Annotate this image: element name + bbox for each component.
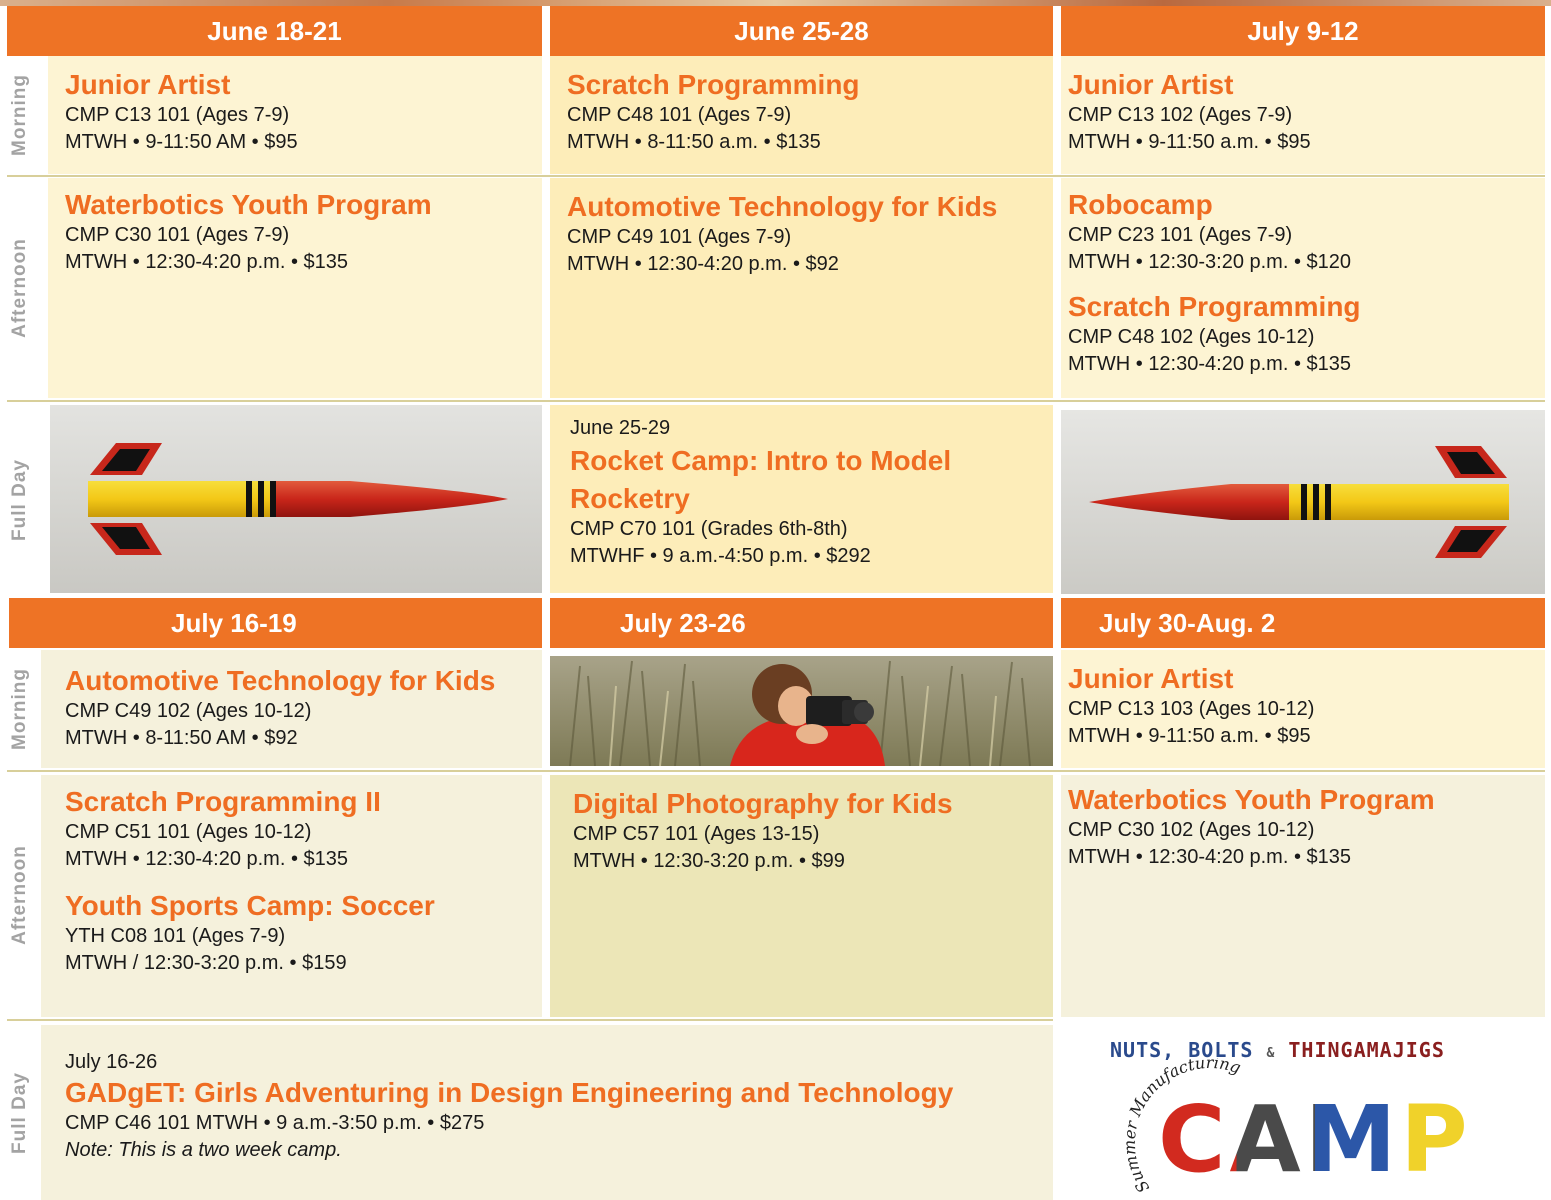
row-label-full-day: Full Day <box>9 459 30 541</box>
course-schedule: MTWH • 12:30-3:20 p.m. • $99 <box>573 850 845 872</box>
course-title: GADgET: Girls Adventuring in Design Engi… <box>65 1077 954 1108</box>
course-note: Note: This is a two week camp. <box>65 1139 342 1161</box>
rocket-photo-left <box>50 405 542 593</box>
course-title: Youth Sports Camp: Soccer <box>65 890 435 921</box>
course-title: Waterbotics Youth Program <box>1068 784 1435 815</box>
course-schedule: MTWH • 12:30-3:20 p.m. • $120 <box>1068 251 1352 273</box>
course-cell: July 16-26 GADgET: Girls Adventuring in … <box>41 1025 1053 1200</box>
course-code: CMP C57 101 (Ages 13-15) <box>573 823 820 845</box>
course-title: Scratch Programming <box>1068 291 1361 322</box>
camp-logo: NUTS, BOLTS & THINGAMAJIGS Summer Manufa… <box>1080 1030 1480 1200</box>
week-header-6: July 30-Aug. 2 <box>1061 598 1545 648</box>
course-code: CMP C48 101 (Ages 7-9) <box>567 104 792 126</box>
course-title: Junior Artist <box>1068 69 1234 100</box>
course-dates: June 25-29 <box>570 417 671 439</box>
course-schedule: MTWH • 9-11:50 a.m. • $95 <box>1068 131 1311 153</box>
course-cell: Junior Artist CMP C13 103 (Ages 10-12) M… <box>1061 650 1545 768</box>
course-schedule: MTWH • 9-11:50 a.m. • $95 <box>1068 725 1311 747</box>
row-label-full-day: Full Day <box>9 1071 30 1154</box>
course-cell: Automotive Technology for Kids CMP C49 1… <box>550 178 1053 398</box>
course-title: Waterbotics Youth Program <box>65 189 432 220</box>
course-cell: Robocamp CMP C23 101 (Ages 7-9) MTWH • 1… <box>1061 178 1545 398</box>
course-title: Scratch Programming <box>567 69 860 100</box>
course-schedule: MTWH • 12:30-4:20 p.m. • $135 <box>1068 353 1352 375</box>
course-cell: Scratch Programming CMP C48 101 (Ages 7-… <box>550 56 1053 174</box>
row-label-afternoon: Afternoon <box>9 238 31 338</box>
course-title: Robocamp <box>1068 189 1213 220</box>
course-code: CMP C30 101 (Ages 7-9) <box>65 224 290 246</box>
course-cell: Junior Artist CMP C13 102 (Ages 7-9) MTW… <box>1061 56 1545 174</box>
row-label-morning: Morning <box>9 74 30 156</box>
course-cell: Waterbotics Youth Program CMP C30 101 (A… <box>48 178 542 398</box>
logo-arc-text: Summer Manufacturing <box>1120 1058 1243 1196</box>
course-title: Automotive Technology for Kids <box>567 191 998 222</box>
course-cell: Digital Photography for Kids CMP C57 101… <box>550 775 1053 1017</box>
week-header-2: June 25-28 <box>550 6 1053 56</box>
week-header-3: July 9-12 <box>1061 6 1545 56</box>
course-title: Scratch Programming II <box>65 786 381 817</box>
course-schedule: MTWH • 12:30-4:20 p.m. • $92 <box>567 253 839 275</box>
row-label-morning: Morning <box>9 668 30 750</box>
course-cell: Junior Artist CMP C13 101 (Ages 7-9) MTW… <box>48 56 542 174</box>
course-cell: Scratch Programming II CMP C51 101 (Ages… <box>41 775 542 1017</box>
row-divider <box>7 1019 1053 1021</box>
logo-word-camp: CAMP <box>1158 1090 1478 1200</box>
course-dates: July 16-26 <box>65 1051 158 1073</box>
course-title: Rocket Camp: Intro to Model <box>570 445 952 476</box>
course-code: CMP C23 101 (Ages 7-9) <box>1068 224 1293 246</box>
logo-text-amp: & <box>1266 1046 1276 1061</box>
row-divider <box>7 770 1545 772</box>
course-cell: June 25-29 Rocket Camp: Intro to Model R… <box>550 405 1053 593</box>
course-schedule: MTWH • 8-11:50 a.m. • $135 <box>567 131 821 153</box>
week-header-5: July 23-26 <box>550 598 1053 648</box>
logo-word: CAMP <box>1158 1086 1472 1193</box>
course-code: CMP C48 102 (Ages 10-12) <box>1068 326 1315 348</box>
course-schedule: MTWH • 12:30-4:20 p.m. • $135 <box>65 251 349 273</box>
course-code: CMP C13 101 (Ages 7-9) <box>65 104 290 126</box>
course-title: Junior Artist <box>65 69 231 100</box>
course-schedule: MTWH / 12:30-3:20 p.m. • $159 <box>65 952 347 974</box>
boy-with-camera-photo <box>550 656 1053 766</box>
logo-text-b: THINGAMAJIGS <box>1288 1038 1445 1062</box>
course-title: Rocketry <box>570 483 690 514</box>
week-header-4: July 16-19 <box>9 598 542 648</box>
course-code: CMP C70 101 (Grades 6th-8th) <box>570 518 848 540</box>
course-cell: Waterbotics Youth Program CMP C30 102 (A… <box>1061 775 1545 1017</box>
course-code: CMP C30 102 (Ages 10-12) <box>1068 819 1315 841</box>
course-code: CMP C13 103 (Ages 10-12) <box>1068 698 1315 720</box>
row-divider <box>7 400 1545 402</box>
course-code: CMP C13 102 (Ages 7-9) <box>1068 104 1293 126</box>
course-schedule: MTWH • 12:30-4:20 p.m. • $135 <box>1068 846 1352 868</box>
course-cell: Automotive Technology for Kids CMP C49 1… <box>41 650 542 768</box>
course-code: CMP C49 101 (Ages 7-9) <box>567 226 792 248</box>
top-decor-strip <box>0 0 1551 6</box>
course-title: Automotive Technology for Kids <box>65 665 496 696</box>
course-schedule: MTWH • 12:30-4:20 p.m. • $135 <box>65 848 349 870</box>
course-title: Digital Photography for Kids <box>573 788 953 819</box>
rocket-photo-right <box>1061 410 1545 594</box>
week-header-1: June 18-21 <box>7 6 542 56</box>
row-label-afternoon: Afternoon <box>9 845 31 945</box>
logo-text-a: NUTS, BOLTS <box>1110 1038 1254 1062</box>
row-divider <box>7 175 1545 177</box>
course-schedule: MTWH • 8-11:50 AM • $92 <box>65 727 298 749</box>
course-schedule: MTWHF • 9 a.m.-4:50 p.m. • $292 <box>570 545 871 567</box>
course-code: YTH C08 101 (Ages 7-9) <box>65 925 286 947</box>
course-schedule: MTWH • 9-11:50 AM • $95 <box>65 131 298 153</box>
course-code: CMP C51 101 (Ages 10-12) <box>65 821 312 843</box>
course-code: CMP C49 102 (Ages 10-12) <box>65 700 312 722</box>
logo-headline: NUTS, BOLTS & THINGAMAJIGS <box>1110 1038 1470 1064</box>
course-code: CMP C46 101 MTWH • 9 a.m.-3:50 p.m. • $2… <box>65 1112 485 1134</box>
course-title: Junior Artist <box>1068 663 1234 694</box>
